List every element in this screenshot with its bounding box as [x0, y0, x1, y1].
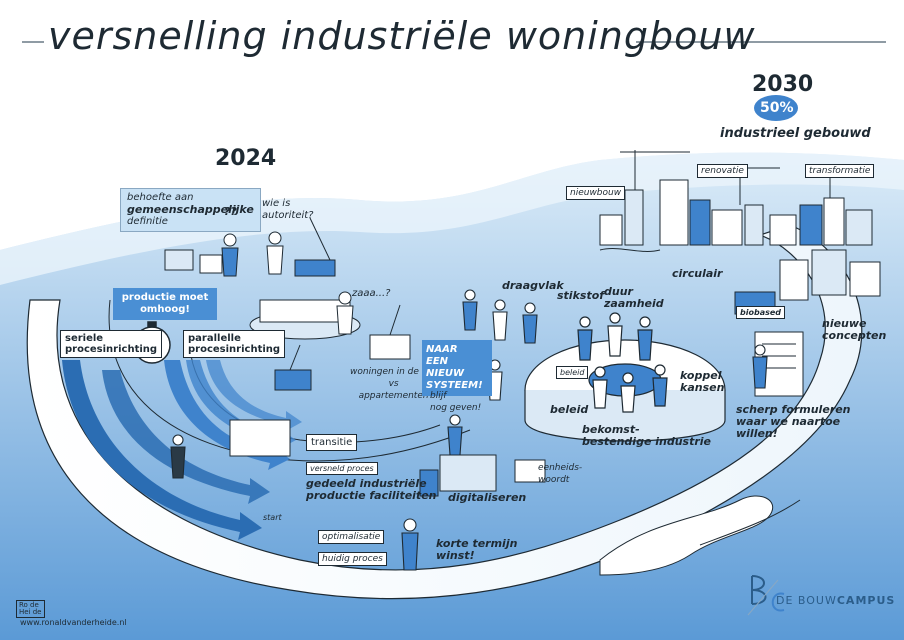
goal-percent: 50% [760, 100, 794, 116]
who-bubble: wie is autoriteit? [262, 198, 313, 222]
ribbon-tail [699, 499, 801, 546]
serial-arrows [62, 360, 270, 540]
blijf-note: blijf nog geven! [430, 390, 481, 414]
parallelle-line-1: parallelle [188, 333, 241, 344]
stikstof-note: stikstof [557, 289, 605, 302]
scherp-line-2: waar we naartoe [736, 415, 841, 428]
versneld-tag: versneld proces [306, 462, 378, 475]
optimalisatie-tag: optimalisatie [318, 530, 385, 544]
woning-note: woningen in de wei vs appartementen [350, 366, 437, 402]
need-card: behoefte aan gemeenschappelijke definiti… [120, 188, 261, 232]
question-marks: ?? [224, 205, 237, 218]
naar-box: NAAR EEN NIEUW SYSTEEM! [422, 340, 492, 396]
draagvlak-note: draagvlak [502, 279, 564, 292]
nieuwe-concepten-line-2: concepten [822, 329, 887, 342]
zone-transformatie: transformatie [805, 164, 875, 178]
beleid-note: beleid [550, 403, 589, 416]
city-skyline [599, 150, 873, 252]
scherp-line-1: scherp formuleren [736, 403, 851, 416]
year-start: 2024 [215, 146, 277, 171]
koppelkansen-note: koppel kansen [680, 370, 724, 394]
need-line-3: definitie [127, 216, 168, 227]
koppelkansen-line-1: koppel [680, 369, 722, 382]
bestendige-line-2: bestendige industrie [582, 435, 712, 448]
eenheid-line-1: eenheids- [538, 463, 583, 473]
duurzaamheid-line-1: duur [604, 285, 633, 298]
gedeeld-note: gedeeld industriële productie faciliteit… [306, 478, 436, 502]
centre-people [170, 289, 768, 571]
digitaliseren-note: digitaliseren [448, 491, 527, 504]
productie-line-1: productie moet [121, 292, 209, 303]
credit-mark-line-2: Hei de [19, 608, 42, 616]
duurzaamheid-note: duur zaamheid [604, 286, 664, 310]
blijf-line-2: nog geven! [430, 403, 482, 413]
flowing-ribbon [599, 495, 773, 576]
productie-box: productie moet omhoog! [113, 288, 217, 320]
parallelle-line-2: procesinrichting [188, 344, 281, 355]
seriele-line-2: procesinrichting [65, 344, 158, 355]
nieuwe-concepten-line-1: nieuwe [822, 317, 867, 330]
nieuwe-concepten-note: nieuwe concepten [822, 318, 886, 342]
bestendige-note: bekomst- bestendige industrie [582, 424, 711, 448]
woning-line-1: woningen in de wei [350, 367, 438, 377]
naar-line-1: NAAR [426, 344, 458, 355]
productie-line-2: omhoog! [140, 304, 190, 315]
logo-suffix: CAMPUS [836, 594, 896, 607]
korte-line-1: korte termijn [436, 537, 518, 550]
zone-renovatie: renovatie [697, 164, 748, 178]
scherp-note: scherp formuleren waar we naartoe willen… [736, 404, 851, 440]
duurzaamheid-line-2: zaamheid [604, 297, 664, 310]
huidig-tag: huidig proces [318, 552, 387, 566]
credit-mark: Ro de Hei de [16, 600, 45, 618]
korte-note: korte termijn winst! [436, 538, 517, 562]
bouwcampus-logo-text: DE BOUWCAMPUS [776, 594, 895, 607]
machines [229, 304, 546, 497]
seriele-box: seriele procesinrichting [60, 330, 163, 358]
woning-line-2: vs [388, 379, 399, 389]
need-line-2: gemeenschappelijke [127, 203, 254, 216]
eenheid-line-2: woordt [538, 475, 570, 485]
scherp-line-3: willen! [736, 427, 778, 440]
who-line-1: wie is [262, 198, 291, 209]
start-label: start [263, 513, 282, 522]
people-on-platform [577, 312, 668, 413]
woning-line-3: appartementen [358, 391, 429, 401]
naar-line-3: SYSTEEM! [426, 380, 483, 391]
koppelkansen-line-2: kansen [680, 381, 725, 394]
biobased-tag: biobased [736, 306, 786, 319]
naar-line-2: EEN NIEUW [426, 356, 465, 379]
transitie-box: transitie [306, 434, 358, 451]
logo-prefix: DE BOUW [776, 594, 837, 607]
sigh-note: zaaa...? [352, 288, 391, 299]
gedeeld-line-2: productie faciliteiten [306, 489, 437, 502]
lower-right-buildings [734, 249, 881, 397]
bouwcampus-logo-mark [747, 575, 785, 616]
seriele-line-1: seriele [65, 333, 104, 344]
credit-url: www.ronaldvanderheide.nl [20, 618, 127, 627]
zone-nieuwbouw: nieuwbouw [566, 186, 626, 200]
year-end: 2030 [752, 72, 814, 97]
need-line-1: behoefte aan [127, 192, 194, 203]
beleid-tag: beleid [556, 366, 589, 379]
goal-label: industrieel gebouwd [720, 126, 871, 141]
parallelle-box: parallelle procesinrichting [183, 330, 286, 358]
gedeeld-line-1: gedeeld industriële [306, 477, 427, 490]
blijf-line-1: blijf [430, 391, 447, 401]
goal-blob [754, 95, 798, 121]
bestendige-line-1: bekomst- [582, 423, 640, 436]
korte-line-2: winst! [436, 549, 475, 562]
who-line-2: autoriteit? [262, 210, 314, 221]
credit-mark-line-1: Ro de [19, 601, 39, 609]
circulair-note: circulair [672, 267, 723, 280]
eenheid-note: eenheids- woordt [538, 462, 582, 486]
page-title: versnelling industriële woningbouw [48, 14, 756, 58]
